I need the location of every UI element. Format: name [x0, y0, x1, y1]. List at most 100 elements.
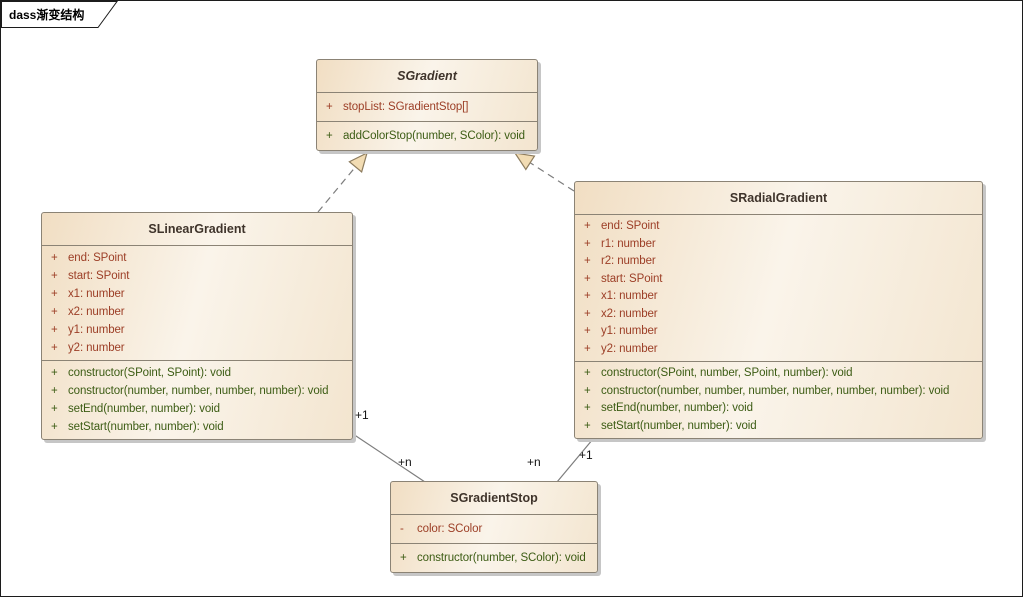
member-text: y1: number — [68, 324, 125, 336]
member-text: start: SPoint — [601, 272, 663, 285]
member-row: + y2: number — [42, 339, 352, 357]
operations-section: + constructor(SPoint, number, SPoint, num… — [575, 361, 982, 438]
attributes-section: + end: SPoint + start: SPoint + x1: number + x2… — [42, 246, 352, 360]
member-text: x2: number — [68, 306, 125, 318]
member-row: - color: SColor — [391, 520, 597, 538]
member-row: + y1: number — [42, 321, 352, 339]
visibility-marker: + — [51, 324, 58, 336]
member-row: + setEnd(number, number): void — [42, 400, 352, 418]
class-title: SGradientStop — [391, 482, 597, 515]
member-row: + addColorStop(number, SColor): void — [317, 127, 537, 145]
attributes-section: +end: SPoint+r1: number+r2: number+start… — [575, 215, 982, 361]
member-text: setStart(number, number): void — [601, 419, 757, 432]
visibility-marker: + — [584, 384, 591, 397]
member-row: + end: SPoint — [42, 249, 352, 267]
member-text: constructor(SPoint, SPoint): void — [68, 367, 231, 379]
member-row: + setStart(number, number): void — [42, 418, 352, 436]
member-row: + setStart(number, number): void — [575, 418, 982, 436]
member-text: setEnd(number, number): void — [68, 403, 220, 415]
member-text: y2: number — [68, 342, 125, 354]
member-text: start: SPoint — [68, 270, 130, 282]
member-text: addColorStop(number, SColor): void — [343, 130, 525, 142]
member-row: + constructor(number, number, number, num… — [42, 382, 352, 400]
realization-connector-slineargradient[interactable] — [317, 151, 368, 213]
member-text: end: SPoint — [68, 252, 127, 264]
member-row: + constructor(number, SColor): void — [391, 549, 597, 567]
member-row: + x1: number — [575, 288, 982, 306]
class-box-sgradientstop[interactable]: SGradientStop - color: SColor + constructo… — [390, 481, 598, 573]
member-row: + constructor(SPoint, number, SPoint, num… — [575, 365, 982, 383]
class-box-sgradient[interactable]: SGradient + stopList: SGradientStop[] + ad… — [316, 59, 538, 151]
visibility-marker: + — [51, 385, 58, 397]
visibility-marker: + — [584, 367, 591, 379]
member-row: + stopList: SGradientStop[] — [317, 98, 537, 116]
visibility-marker: + — [584, 220, 591, 232]
member-text: constructor(SPoint, number, SPoint, numb… — [601, 367, 853, 379]
visibility-marker: + — [51, 403, 58, 415]
member-row: + constructor(SPoint, SPoint): void — [42, 364, 352, 382]
class-title: SGradient — [317, 60, 537, 93]
member-row: + y1: number — [575, 323, 982, 341]
association-connector-left[interactable] — [352, 433, 426, 483]
visibility-marker: + — [584, 255, 591, 267]
class-title: SRadialGradient — [575, 182, 982, 215]
attributes-section: - color: SColor — [391, 515, 597, 543]
frame-label: dass渐变结构 — [9, 8, 85, 22]
visibility-marker: + — [584, 307, 591, 320]
multiplicity-label-target-right: +n — [527, 455, 541, 469]
member-row: + constructor(number, number, number, num… — [575, 383, 982, 401]
member-text: color: SColor — [417, 523, 483, 535]
member-text: constructor(number, number, number, numb… — [601, 384, 950, 397]
association-connector-right[interactable] — [556, 438, 594, 483]
visibility-marker: + — [584, 290, 591, 302]
member-text: x1: number — [68, 288, 125, 300]
visibility-marker: + — [51, 270, 58, 282]
class-box-slineargradient[interactable]: SLinearGradient + end: SPoint + start: SPoi… — [41, 212, 353, 440]
member-text: y2: number — [601, 342, 658, 355]
visibility-marker: + — [51, 252, 58, 264]
member-row: + x2: number — [42, 303, 352, 321]
multiplicity-label-source-left: +1 — [355, 408, 369, 422]
visibility-marker: + — [584, 419, 591, 432]
member-text: y1: number — [601, 325, 658, 337]
member-row: + start: SPoint — [575, 271, 982, 289]
realization-connector-sradialgradient[interactable] — [513, 152, 575, 192]
member-text: x1: number — [601, 290, 658, 302]
visibility-marker: + — [584, 342, 591, 355]
visibility-marker: - — [400, 523, 404, 535]
operations-section: + constructor(SPoint, SPoint): void + const… — [42, 360, 352, 439]
visibility-marker: + — [326, 101, 333, 113]
operations-section: + constructor(number, SColor): void — [391, 543, 597, 572]
attributes-section: + stopList: SGradientStop[] — [317, 93, 537, 121]
multiplicity-label-target-left: +n — [398, 455, 412, 469]
member-text: x2: number — [601, 307, 658, 320]
member-row: + x1: number — [42, 285, 352, 303]
visibility-marker: + — [51, 367, 58, 379]
visibility-marker: + — [584, 325, 591, 337]
member-row: + r1: number — [575, 236, 982, 254]
class-title: SLinearGradient — [42, 213, 352, 246]
class-box-sradialgradient[interactable]: SRadialGradient +end: SPoint+r1: number+… — [574, 181, 983, 439]
member-row: + r2: number — [575, 253, 982, 271]
operations-section: + addColorStop(number, SColor): void — [317, 121, 537, 150]
member-text: constructor(number, number, number, numb… — [68, 385, 329, 397]
visibility-marker: + — [584, 402, 591, 414]
visibility-marker: + — [51, 306, 58, 318]
visibility-marker: + — [584, 237, 591, 250]
member-text: setEnd(number, number): void — [601, 402, 753, 414]
member-text: constructor(number, SColor): void — [417, 552, 586, 564]
member-text: r2: number — [601, 255, 656, 267]
visibility-marker: + — [584, 272, 591, 285]
member-text: setStart(number, number): void — [68, 421, 224, 433]
member-text: stopList: SGradientStop[] — [343, 101, 469, 113]
visibility-marker: + — [51, 421, 58, 433]
member-text: r1: number — [601, 237, 656, 250]
member-row: + y2: number — [575, 341, 982, 359]
visibility-marker: + — [326, 130, 333, 142]
member-row: + setEnd(number, number): void — [575, 400, 982, 418]
visibility-marker: + — [51, 288, 58, 300]
member-row: +end: SPoint — [575, 218, 982, 236]
visibility-marker: + — [400, 552, 407, 564]
visibility-marker: + — [51, 342, 58, 354]
